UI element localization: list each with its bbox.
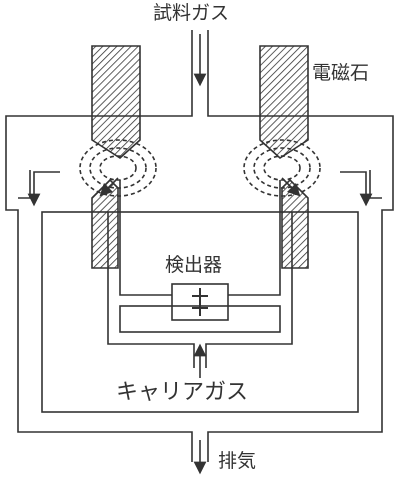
inner-housing-wall-right xyxy=(369,170,382,199)
inner-chamber xyxy=(41,211,359,413)
carrier-inlet-channel xyxy=(107,212,195,368)
electromagnet-upper-right xyxy=(259,45,309,160)
electromagnet-label: 電磁石 xyxy=(312,62,370,84)
flow-arrow-left-inner xyxy=(99,177,119,197)
detector-channel-left xyxy=(119,180,172,296)
electromagnet-lower-right xyxy=(281,178,309,269)
exhaust-label: 排気 xyxy=(218,450,257,472)
detector-channel-right xyxy=(228,180,281,296)
outer-housing-wall-right xyxy=(207,30,394,462)
detector-label: 検出器 xyxy=(165,254,223,276)
outer-housing-wall xyxy=(5,30,193,462)
carrier-inlet-channel-right xyxy=(205,212,293,368)
carrier-gas-label: キャリアガス xyxy=(116,380,249,405)
electromagnet-upper-left xyxy=(91,45,141,160)
electromagnet-lower-left xyxy=(91,178,119,269)
sample-gas-label: 試料ガス xyxy=(153,2,230,24)
flow-arrow-right-outer xyxy=(340,171,373,207)
detector-box xyxy=(171,283,229,321)
flow-arrow-left-outer xyxy=(27,171,60,207)
flow-arrow-right-inner xyxy=(281,177,301,197)
inner-housing-wall-left xyxy=(18,170,31,199)
detector-element-icon xyxy=(192,288,208,316)
